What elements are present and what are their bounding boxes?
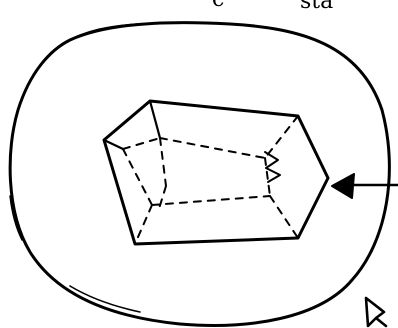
top-scribble-right: sta (300, 0, 333, 14)
prism-top-edge-left (150, 101, 160, 138)
arrow-left-icon (332, 174, 354, 198)
prism-outline (104, 101, 328, 244)
top-scribble-left: c (212, 0, 224, 12)
outer-loop-overstroke (62, 24, 140, 44)
cursor-arrow-icon (366, 298, 386, 326)
outer-loop (10, 23, 389, 326)
